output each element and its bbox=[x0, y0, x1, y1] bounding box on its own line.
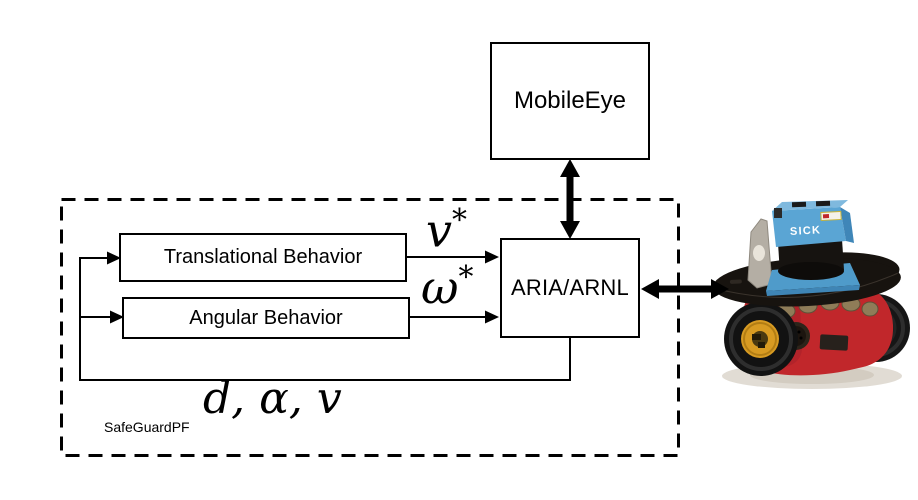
node-mobileeye-label: MobileEye bbox=[513, 87, 627, 114]
node-translational-behavior: Translational Behavior bbox=[119, 233, 407, 282]
double-arrow-aria-robot bbox=[641, 279, 729, 299]
feedback-label-text: d, α, v bbox=[203, 373, 342, 424]
signal-label-omega-star: ω* bbox=[421, 260, 474, 311]
signal-label-v-star: v* bbox=[426, 203, 467, 254]
node-translational-label: Translational Behavior bbox=[163, 246, 363, 268]
node-angular-label: Angular Behavior bbox=[189, 306, 343, 329]
sick-logo-text: SICK bbox=[790, 224, 822, 238]
robot-scanner-sticker bbox=[820, 210, 842, 221]
double-arrow-mobileeye-aria bbox=[560, 159, 580, 239]
robot-front-panel bbox=[819, 334, 849, 351]
arrow-into-translational bbox=[79, 251, 121, 265]
robot-sick-scanner: SICK bbox=[766, 200, 860, 296]
node-mobileeye: MobileEye bbox=[490, 42, 650, 160]
arrow-angular-to-aria bbox=[410, 310, 499, 324]
robot-left-wheel bbox=[724, 302, 798, 376]
omega-star-sup: * bbox=[458, 260, 474, 295]
v-star-base: v bbox=[426, 203, 452, 258]
signal-label-feedback: d, α, v bbox=[203, 377, 342, 421]
safeguardpf-label-text: SafeGuardPF bbox=[104, 419, 190, 435]
robot-photo: SICK bbox=[713, 200, 910, 389]
omega-star-base: ω bbox=[421, 260, 459, 315]
safeguardpf-dashed-border bbox=[60, 198, 680, 457]
arrow-translational-to-aria bbox=[407, 250, 499, 264]
node-aria-arnl: ARIA/ARNL bbox=[500, 238, 640, 338]
node-aria-label: ARIA/ARNL bbox=[511, 275, 629, 300]
safeguardpf-container-label: SafeGuardPF bbox=[104, 419, 190, 435]
robot-bracket bbox=[747, 218, 773, 289]
node-angular-behavior: Angular Behavior bbox=[122, 297, 410, 339]
v-star-sup: * bbox=[452, 203, 467, 238]
arrow-into-angular bbox=[79, 310, 124, 324]
feedback-loop-line bbox=[79, 257, 571, 381]
